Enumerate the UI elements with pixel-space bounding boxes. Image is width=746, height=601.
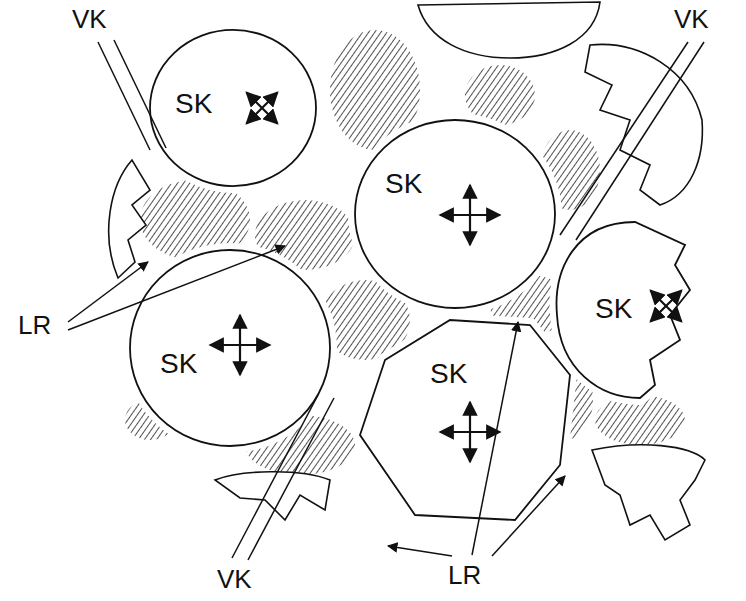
grain-outline: [355, 315, 580, 535]
callout-label: VK: [215, 565, 254, 593]
soil-grain: SK: [555, 220, 720, 400]
callout-label: LR: [446, 561, 483, 589]
grain-label: SK: [160, 350, 197, 378]
grain-label: SK: [430, 360, 467, 388]
grain-outline: [355, 120, 555, 308]
leader-lines: [68, 40, 704, 560]
stress-arrows: [210, 92, 682, 462]
soil-grain: SK: [355, 315, 580, 535]
grain-rim: [130, 250, 330, 446]
grain-rim: [360, 320, 570, 520]
partial-grains: [109, 2, 705, 540]
stress-arrow: [246, 92, 277, 123]
grain-rim: [355, 120, 555, 308]
stress-arrow: [246, 92, 277, 123]
grain-label: SK: [385, 170, 422, 198]
grain-label: SK: [595, 295, 632, 323]
grain-rim: [557, 222, 690, 398]
stress-arrow: [239, 315, 241, 375]
soil-grain: SK: [355, 120, 555, 308]
callout-label: LR: [16, 311, 53, 339]
callout-label: VK: [672, 5, 711, 33]
soil-grain: SK: [130, 250, 330, 446]
grain-outline: [150, 30, 316, 186]
stress-arrow: [469, 402, 471, 462]
soil-grain: SK: [150, 30, 316, 186]
callout-label: VK: [70, 5, 109, 33]
grain-label: SK: [175, 90, 212, 118]
grain-rim: [150, 30, 316, 186]
stress-arrow: [469, 185, 471, 245]
grain-outline: [130, 250, 330, 446]
grain-outline: [555, 220, 720, 400]
